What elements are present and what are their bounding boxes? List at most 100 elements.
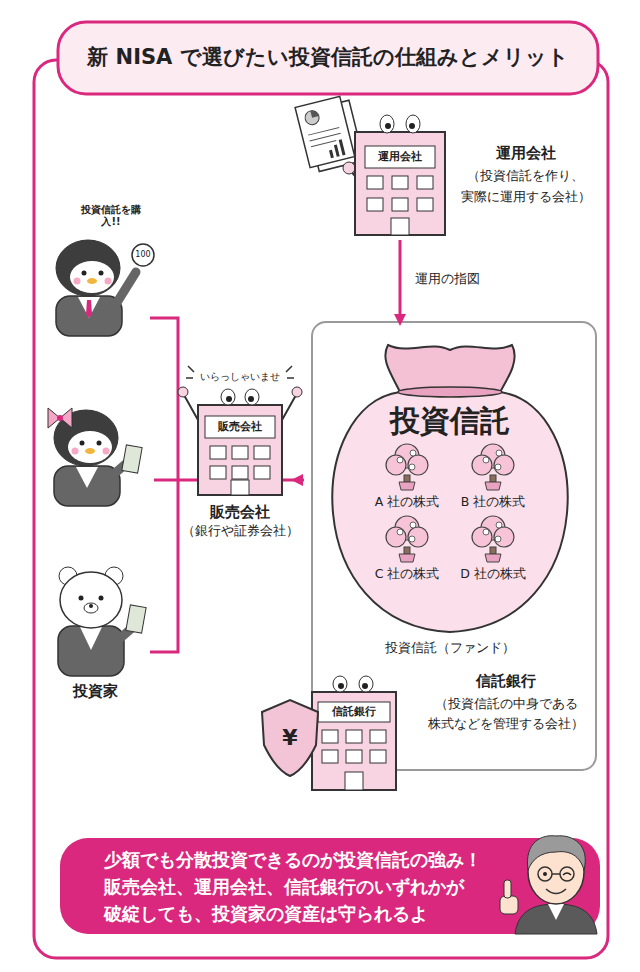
- text-slot: 販売会社: [180, 503, 300, 523]
- advisor-figure: [543, 872, 547, 876]
- sales-building: [226, 396, 232, 402]
- title-box: [58, 22, 598, 94]
- title-box: [58, 22, 598, 94]
- stock-label: C 社の株式: [375, 566, 440, 581]
- yen-symbol: ¥: [282, 725, 297, 751]
- advisor-figure: [546, 889, 566, 894]
- investor-bracket: [150, 318, 178, 652]
- document-icon: [308, 127, 342, 146]
- stock-tree-group: [472, 516, 514, 562]
- trust-bank-building: [362, 683, 368, 689]
- sales-building: [221, 389, 235, 405]
- trust-bank-building: [333, 676, 347, 692]
- advisor-figure: [548, 904, 564, 920]
- investor-bear: [58, 567, 146, 676]
- shield-icon: [262, 700, 318, 776]
- management-building: [417, 198, 433, 211]
- node-description: 投資信託（ファンド）: [315, 640, 585, 657]
- node-heading: 販売会社: [180, 503, 300, 523]
- document-icon: [310, 109, 318, 117]
- trust-bank-building: [338, 683, 344, 689]
- advisor-figure: [500, 896, 518, 914]
- sales-building: [232, 466, 248, 479]
- stock-label: A 社の株式: [375, 494, 440, 509]
- text-slot: （銀行や証券会社）: [180, 523, 300, 539]
- node-heading: 少額でも分散投資できるのが投資信託の強み！ 販売会社、運用会社、信託銀行のいずれ…: [104, 846, 493, 927]
- building-sign: 販売会社: [218, 420, 262, 433]
- sales-building: [210, 466, 226, 479]
- management-building: [343, 162, 355, 174]
- investor-penguin: [87, 278, 97, 284]
- management-building: [367, 198, 383, 211]
- trust-bank-building: [345, 772, 363, 790]
- document-icon: [329, 140, 345, 158]
- investor-bear: [58, 626, 124, 676]
- trust-bank-building: [322, 730, 338, 743]
- greeting-text: いらっしゃいませ: [200, 371, 280, 383]
- investor-penguin: [122, 445, 142, 473]
- sales-building: [231, 480, 249, 495]
- trust-bank-building: [370, 730, 386, 743]
- management-building: [406, 115, 420, 133]
- management-building: [385, 123, 391, 129]
- advisor-figure: [500, 836, 597, 934]
- node-heading: 投資信託: [315, 404, 585, 437]
- stock-tree-group: [472, 444, 514, 490]
- investor-penguin: [85, 448, 95, 454]
- investor-bear: [126, 605, 146, 633]
- advisor-figure: [538, 867, 552, 881]
- label-holder: C 社の株式: [375, 566, 440, 581]
- stock-tree-group: [386, 516, 428, 562]
- node-heading: 投資家: [40, 682, 150, 702]
- investor-penguin: [99, 271, 104, 276]
- investor-penguin: [48, 408, 142, 506]
- fund-bag: 投資信託投資信託（ファンド）: [315, 326, 589, 661]
- node-description: （投資信託を作り、 実際に運用する会社）: [457, 166, 595, 208]
- text-slot: 投資信託: [315, 404, 585, 437]
- node-description: （投資信託の中身である 株式などを管理する会社）: [425, 694, 588, 734]
- flow-arrow: [303, 479, 304, 482]
- building-sign: 運用会社: [378, 150, 422, 163]
- management-building: [380, 115, 394, 133]
- investor-penguin: [72, 448, 79, 455]
- investor-bear: [89, 604, 93, 608]
- node-description: （銀行や証券会社）: [180, 523, 300, 539]
- sales-building: [248, 396, 254, 402]
- investor-bear: [60, 572, 122, 628]
- investor-penguin: [74, 278, 81, 285]
- sales-building: [205, 416, 275, 438]
- label-holder: 投資信託を購入!!: [78, 204, 144, 228]
- label-holder: いらっしゃいませ: [200, 371, 280, 383]
- trust-bank-building: [312, 676, 396, 790]
- label-holder: ¥: [282, 725, 297, 751]
- investor-bear: [84, 603, 98, 613]
- callout-band: [60, 838, 600, 934]
- trust-bank: 信託銀行（投資信託の中身である 株式などを管理する会社）: [258, 668, 596, 798]
- document-icon: [304, 109, 321, 126]
- management-building: [392, 198, 408, 211]
- sales-building: [254, 466, 270, 479]
- document-icon: [295, 96, 355, 167]
- investor-penguin: [80, 441, 85, 446]
- investor-group: 投資家: [40, 200, 154, 706]
- edge-label: 運用の指図: [412, 270, 483, 288]
- stock-label: D 社の株式: [460, 566, 526, 581]
- investor-bear: [80, 627, 102, 650]
- investor-penguin: [78, 297, 100, 318]
- outer-frame: [34, 60, 608, 958]
- investor-bear: [99, 596, 104, 601]
- sales-company: 販売会社（銀行や証券会社）: [180, 365, 304, 545]
- investor-penguin: [56, 240, 154, 336]
- node-heading: 信託銀行: [420, 672, 592, 692]
- advisor-figure: [515, 904, 597, 934]
- investor-penguin: [132, 244, 154, 266]
- investor-penguin: [48, 408, 72, 428]
- fund-region: [312, 322, 596, 770]
- management-building: [392, 176, 408, 189]
- edge-label-holder: 運用の指図: [412, 270, 483, 288]
- text-slot: 少額でも分散投資できるのが投資信託の強み！ 販売会社、運用会社、信託銀行のいずれ…: [88, 846, 508, 927]
- trust-bank-building: [322, 750, 338, 763]
- investor-penguin: [97, 441, 102, 446]
- sales-building: [178, 387, 188, 397]
